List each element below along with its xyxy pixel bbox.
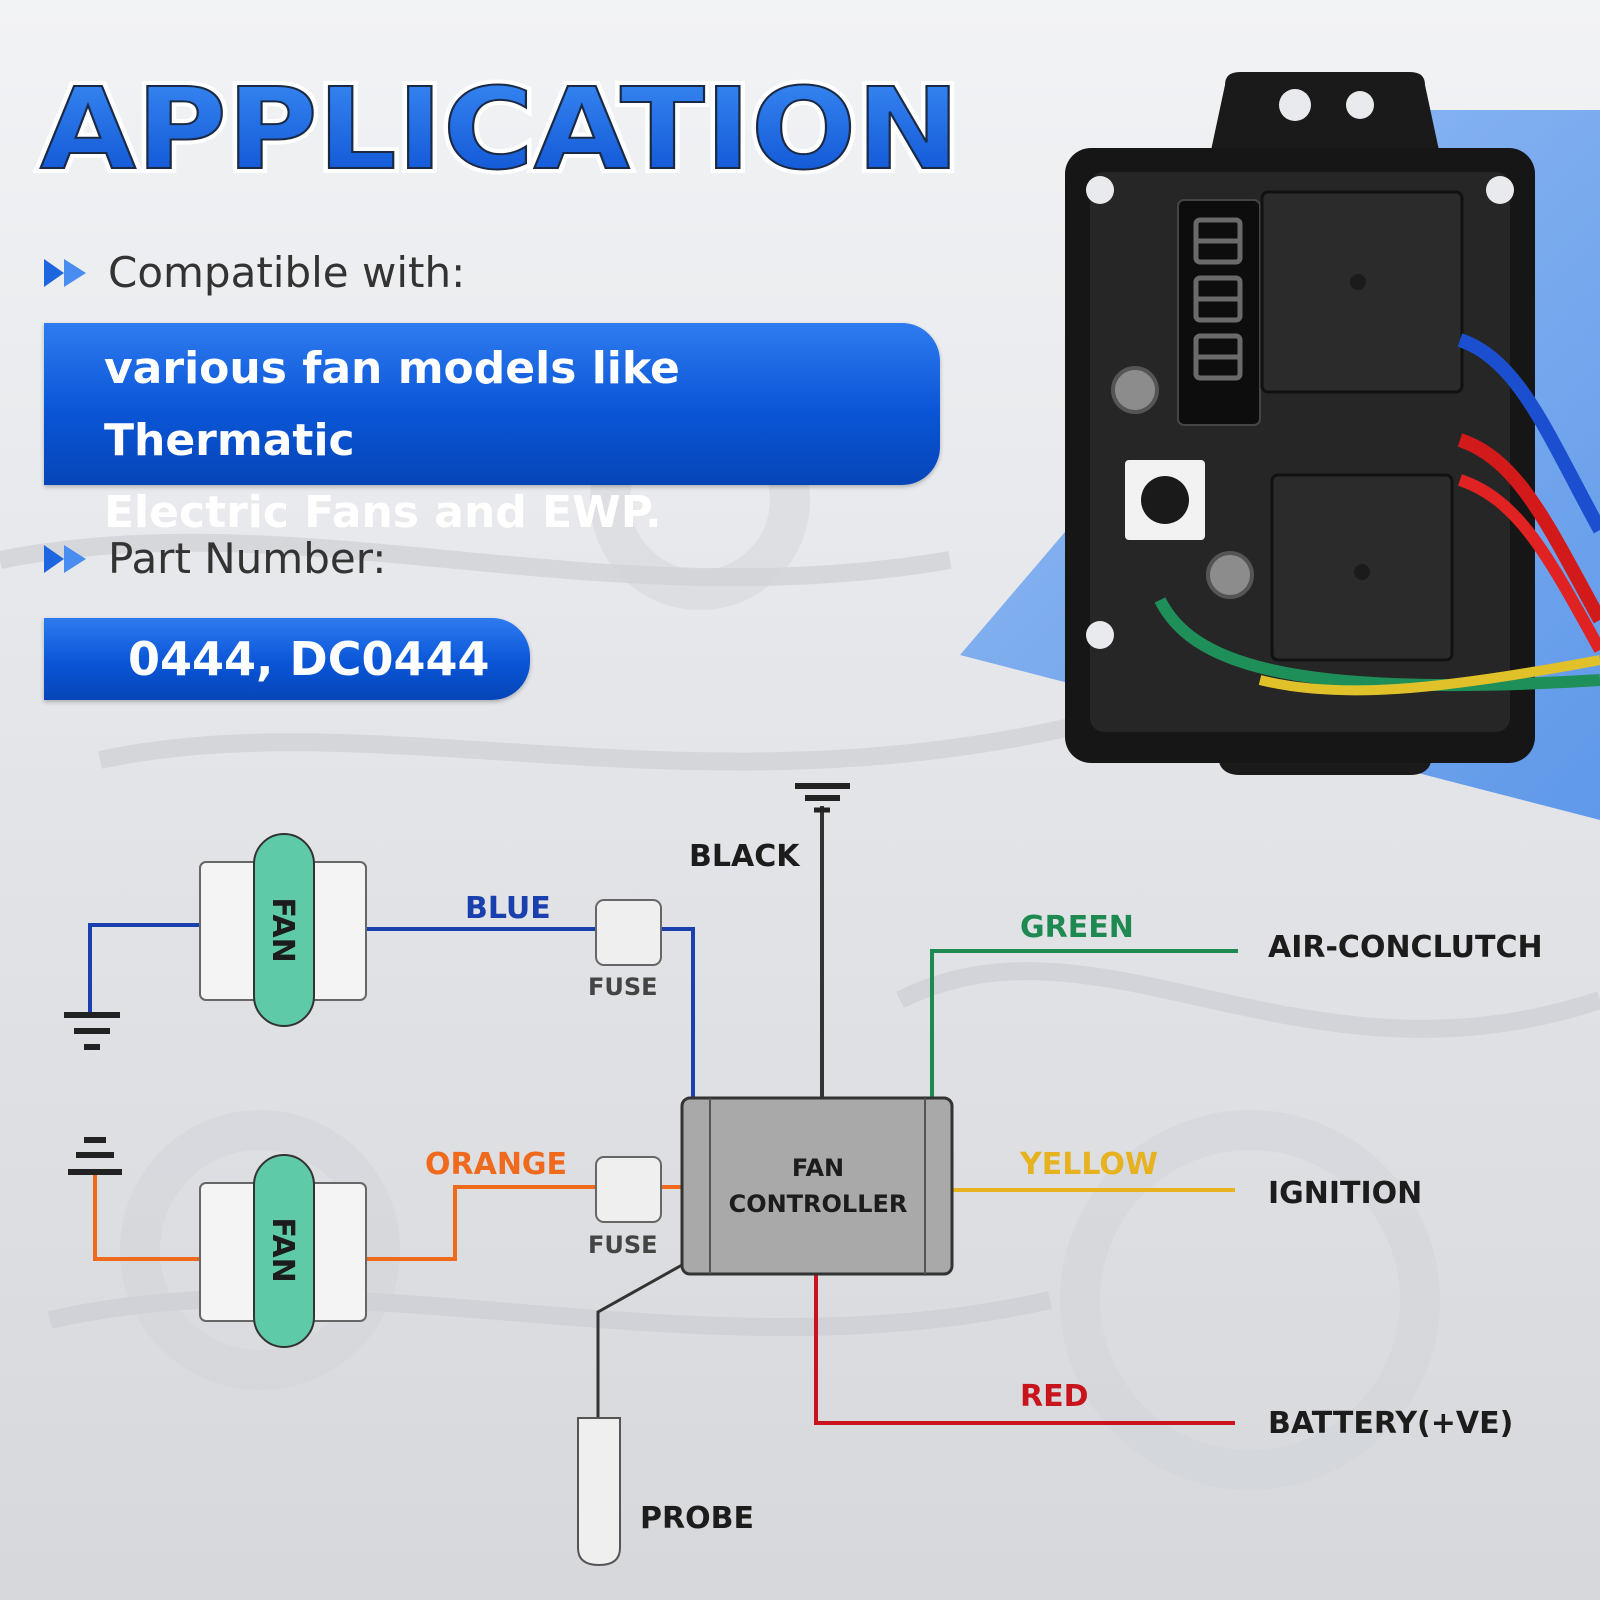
ground-symbol (68, 1137, 122, 1175)
terminal-ignition: IGNITION (1268, 1176, 1422, 1211)
label-fuse-2: FUSE (588, 1231, 658, 1259)
part-number-box: 0444, DC0444 (44, 618, 530, 700)
part-number-heading-text: Part Number: (108, 534, 387, 583)
label-fuse-1: FUSE (588, 973, 658, 1001)
label-probe: PROBE (640, 1501, 754, 1536)
label-red: RED (1020, 1379, 1089, 1414)
label-green: GREEN (1020, 910, 1134, 945)
blue-wire-ground (88, 923, 200, 1015)
compatible-line-1: various fan models like Thermatic (104, 343, 680, 466)
ground-symbol (64, 1012, 120, 1050)
label-orange: ORANGE (425, 1147, 567, 1182)
fan-2: FAN (199, 1154, 367, 1348)
part-number-value: 0444, DC0444 (128, 632, 490, 686)
controller-label-line-2: CONTROLLER (729, 1190, 908, 1218)
ground-symbol (795, 783, 850, 813)
svg-text:APPLICATION: APPLICATION (40, 65, 960, 190)
green-wire (930, 949, 1238, 1098)
probe-wire (596, 1263, 683, 1418)
fuse-1 (595, 899, 662, 966)
fan-2-label: FAN (265, 1217, 300, 1282)
compatible-line-2: Electric Fans and EWP. (104, 487, 662, 538)
fan-controller-box: FAN CONTROLLER (680, 1096, 954, 1276)
wiring-diagram: FAN FAN FAN CONTROLLER BLACK BLUE FUSE O… (64, 783, 1543, 1567)
label-yellow: YELLOW (1019, 1147, 1158, 1182)
double-arrow-icon (44, 258, 86, 287)
double-arrow-icon (44, 544, 86, 573)
red-wire (814, 1274, 1235, 1425)
application-title: APPLICATION APPLICATION (35, 60, 965, 190)
compatible-box: various fan models like Thermatic Electr… (44, 323, 940, 538)
terminal-air-conclutch: AIR-CONCLUTCH (1268, 930, 1543, 965)
fan-1-label: FAN (265, 897, 300, 962)
label-black: BLACK (689, 839, 801, 874)
part-number-heading: Part Number: (44, 534, 386, 583)
label-blue: BLUE (465, 891, 551, 926)
compatible-heading-text: Compatible with: (108, 248, 466, 297)
fan-controller-device-image (1065, 72, 1600, 775)
orange-wire (366, 1185, 682, 1261)
fan-1: FAN (199, 833, 367, 1027)
fuse-2 (595, 1156, 662, 1223)
temperature-probe (577, 1417, 621, 1567)
terminal-battery: BATTERY(+VE) (1268, 1406, 1513, 1441)
blue-wire (366, 927, 695, 1098)
controller-label-line-1: FAN (792, 1154, 844, 1182)
svg-text:APPLICATION: APPLICATION (40, 65, 960, 190)
orange-wire-ground (93, 1170, 200, 1261)
compatible-heading: Compatible with: (44, 248, 465, 297)
